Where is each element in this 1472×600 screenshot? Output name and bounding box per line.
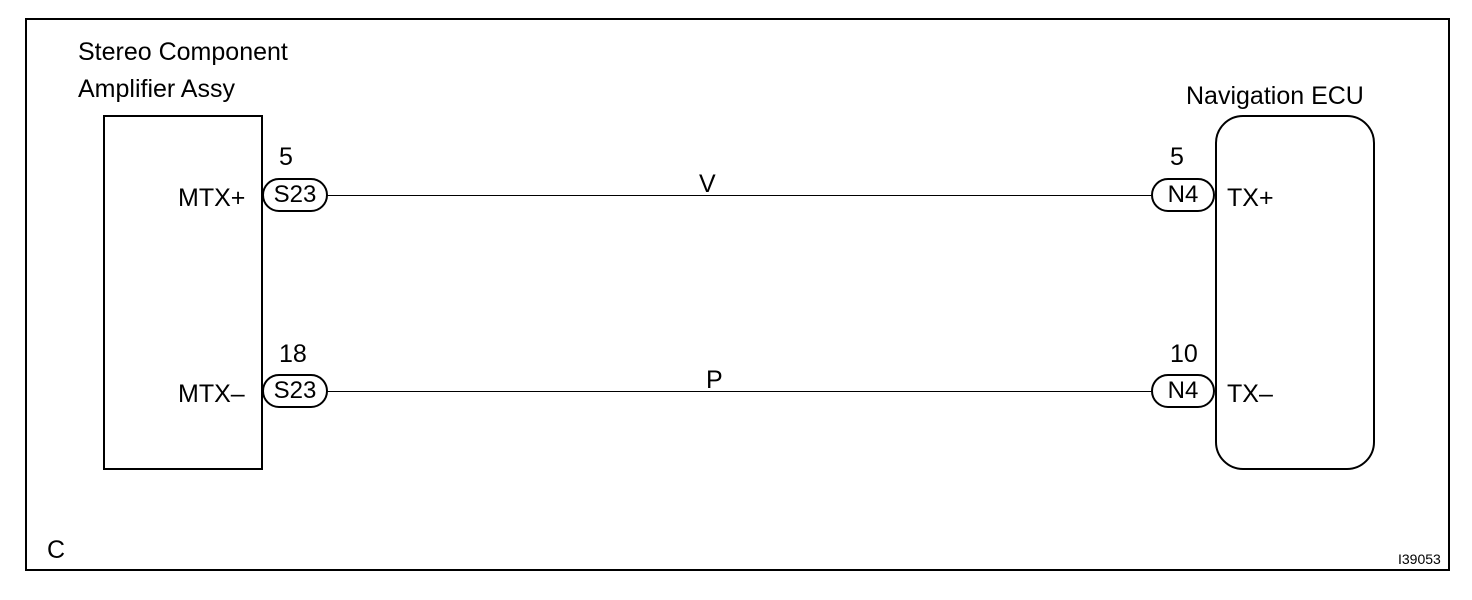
left-pin-2: 18 <box>279 340 307 368</box>
wire-1 <box>327 195 1152 196</box>
left-signal-1: MTX+ <box>178 184 246 212</box>
wire-2-color: P <box>706 366 723 394</box>
right-pin-1: 5 <box>1170 143 1184 171</box>
left-component-title-line2: Amplifier Assy <box>78 75 235 103</box>
wire-2 <box>327 391 1152 392</box>
left-component-title-line1: Stereo Component <box>78 38 288 66</box>
right-connector-1: N4 <box>1151 178 1215 212</box>
wire-1-color: V <box>699 170 716 198</box>
left-pin-1: 5 <box>279 143 293 171</box>
left-connector-1: S23 <box>262 178 328 212</box>
right-pin-2: 10 <box>1170 340 1198 368</box>
figure-id: I39053 <box>1398 551 1441 567</box>
corner-letter: C <box>47 536 66 564</box>
right-signal-2: TX– <box>1227 380 1273 408</box>
diagram-frame <box>25 18 1450 571</box>
right-connector-2: N4 <box>1151 374 1215 408</box>
stereo-amplifier-box <box>103 115 263 470</box>
right-signal-1: TX+ <box>1227 184 1274 212</box>
right-component-title: Navigation ECU <box>1186 82 1364 110</box>
left-connector-2: S23 <box>262 374 328 408</box>
left-signal-2: MTX– <box>178 380 245 408</box>
navigation-ecu-box <box>1215 115 1375 470</box>
